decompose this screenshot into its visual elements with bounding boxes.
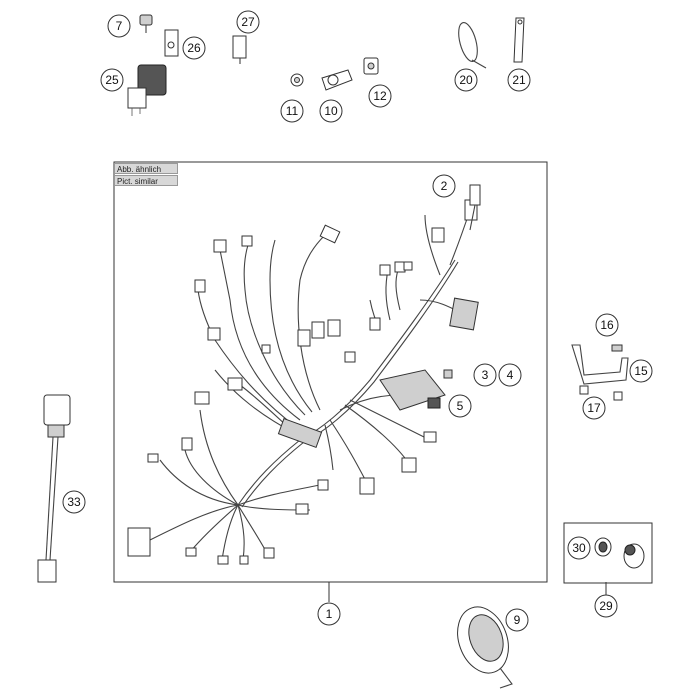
grommet-29b [623,543,645,569]
svg-text:7: 7 [116,19,123,33]
cable-tie-20 [458,22,487,69]
svg-text:9: 9 [514,613,521,627]
svg-text:21: 21 [512,73,526,87]
note-german: Abb. ähnlich [114,163,178,174]
callout-16: 16 [595,313,619,337]
bracket-15 [571,344,629,385]
callout-10: 10 [319,99,343,123]
callout-15: 15 [629,359,653,383]
svg-text:29: 29 [599,599,613,613]
bracket-26 [164,29,179,57]
svg-text:5: 5 [457,399,464,413]
svg-text:3: 3 [482,368,489,382]
screw-16 [611,344,623,352]
callouts: 1 2 3 4 5 7 9 10 11 12 15 16 17 20 21 25… [62,10,653,632]
svg-text:11: 11 [286,104,299,118]
svg-text:27: 27 [241,15,255,29]
nut-17 [579,385,623,401]
leader-lines [328,582,607,602]
clip-12 [363,57,379,75]
harness-connectors [127,199,479,565]
fuse-3-4 [443,369,453,379]
callout-3: 3 [473,363,497,387]
svg-text:4: 4 [507,368,514,382]
callout-26: 26 [182,36,206,60]
callout-1: 1 [317,602,341,626]
callout-30: 30 [567,536,591,560]
cable-33 [37,394,71,583]
kit-29-frame [563,522,653,584]
callout-11: 11 [280,99,304,123]
fuse-box-5 [379,369,446,411]
nut-11 [290,73,304,87]
callout-27: 27 [236,10,260,34]
svg-text:17: 17 [587,401,601,415]
callout-20: 20 [454,68,478,92]
svg-text:16: 16 [600,318,614,332]
main-harness-frame [113,161,548,583]
connector-2 [469,184,481,231]
callout-12: 12 [368,84,392,108]
callout-17: 17 [582,396,606,420]
holder-27 [232,35,247,64]
relay-25 [127,64,167,116]
callout-25: 25 [100,68,124,92]
callout-2: 2 [432,174,456,198]
callout-21: 21 [507,68,531,92]
note-english: Pict. similar [114,175,178,186]
grommet-30 [594,537,612,557]
svg-text:2: 2 [441,179,448,193]
svg-text:1: 1 [326,607,333,621]
screw-7 [139,14,153,33]
svg-text:33: 33 [67,495,81,509]
strap-21 [513,17,525,63]
svg-text:12: 12 [373,89,387,103]
svg-text:25: 25 [105,73,119,87]
horn-9 [457,606,513,689]
callout-9: 9 [505,608,529,632]
svg-text:10: 10 [324,104,338,118]
callout-4: 4 [498,363,522,387]
callout-5: 5 [448,394,472,418]
svg-text:20: 20 [459,73,473,87]
clamp-10 [321,69,353,91]
svg-text:15: 15 [634,364,648,378]
svg-text:30: 30 [572,541,586,555]
callout-33: 33 [62,490,86,514]
callout-29: 29 [594,594,618,618]
callout-7: 7 [107,14,131,38]
svg-text:26: 26 [187,41,201,55]
